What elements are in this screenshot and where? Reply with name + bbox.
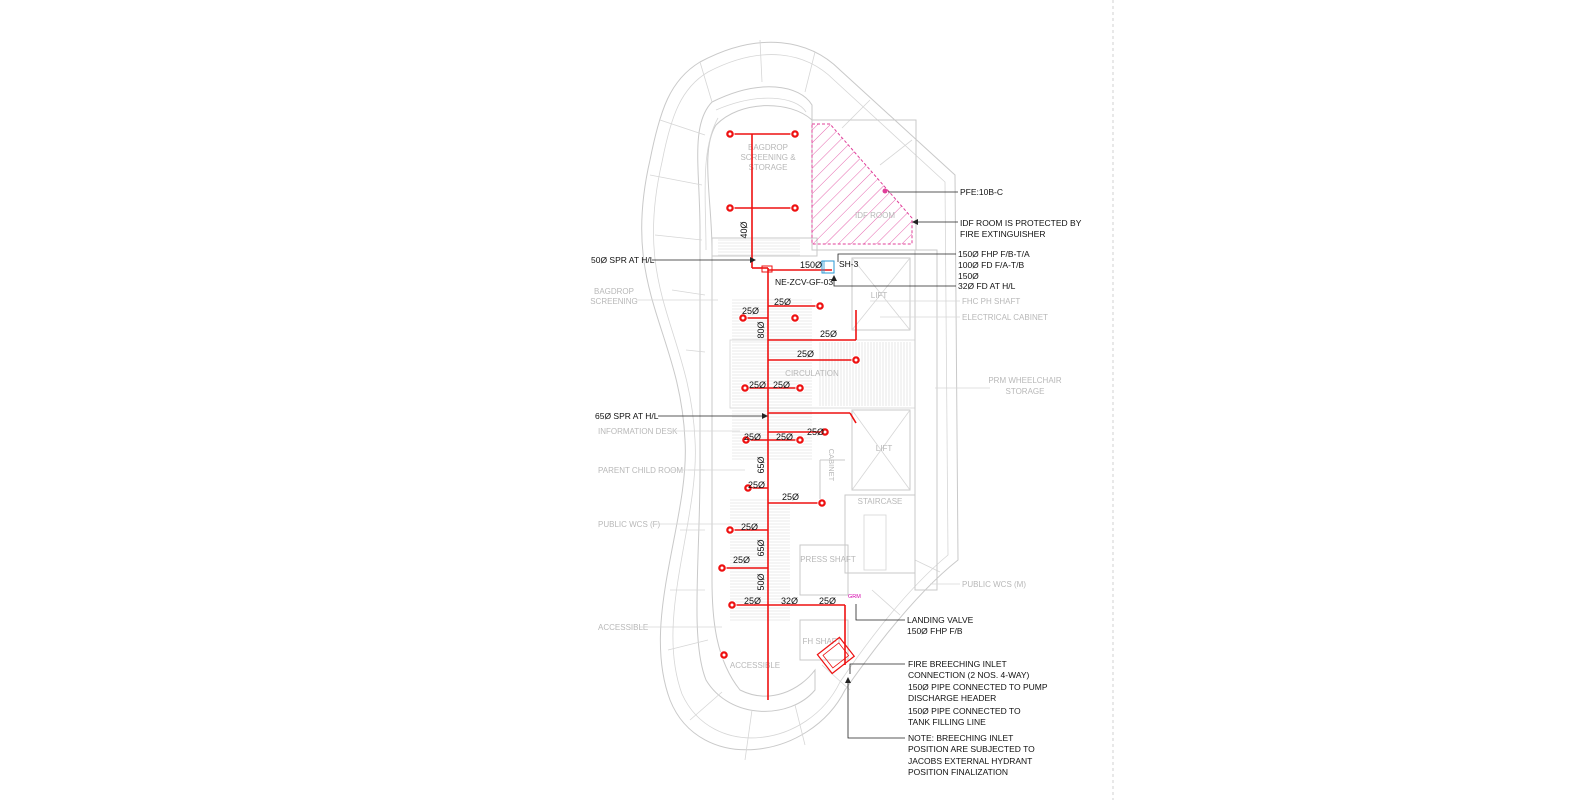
pipe-size-b1: 25Ø	[774, 297, 791, 307]
pipe-size-main-50: 50Ø	[756, 573, 766, 590]
label-fhc-ph-shaft: FHC PH SHAFT	[962, 297, 1020, 306]
callout-breeching-3: 150Ø PIPE CONNECTED TO PUMP	[908, 682, 1048, 692]
callout-fd-32: 32Ø FD AT H/L	[958, 281, 1016, 291]
room-lift-2: LIFT	[876, 444, 893, 453]
pipe-size-b18: 32Ø	[781, 596, 798, 606]
label-accessible: ACCESSIBLE	[598, 623, 648, 632]
label-prm-wheelchair-1: PRM WHEELCHAIR	[988, 376, 1062, 385]
callout-landing-fhp: 150Ø FHP F/B	[907, 626, 963, 636]
label-parent-child-room: PARENT CHILD ROOM	[598, 466, 683, 475]
callout-zone-valve: NE-ZCV-GF-03	[775, 277, 833, 287]
room-bagdrop-line1: BAGDROP	[748, 143, 788, 152]
callout-fhp-150: 150Ø FHP F/B-T/A	[958, 249, 1030, 259]
pipe-size-b10: 25Ø	[748, 480, 765, 490]
callout-idf-protected-1: IDF ROOM IS PROTECTED BY	[960, 218, 1082, 228]
building-outline	[641, 39, 959, 761]
pipe-size-b12: 25Ø	[741, 522, 758, 532]
callouts: 50Ø SPR AT H/L 65Ø SPR AT H/L PFE:10B-C …	[591, 187, 1082, 777]
callout-pfe: PFE:10B-C	[960, 187, 1003, 197]
note-line-3: JACOBS EXTERNAL HYDRANT	[908, 756, 1032, 766]
callout-sh3: SH-3	[839, 259, 859, 269]
pipe-size-main-65b: 65Ø	[756, 539, 766, 556]
pipe-size-b13: 25Ø	[733, 555, 750, 565]
pipe-size-b2: 25Ø	[742, 306, 759, 316]
note-line-2: POSITION ARE SUBJECTED TO	[908, 744, 1035, 754]
pipe-size-main-40: 40Ø	[739, 221, 749, 238]
room-labels: BAGDROP SCREENING & STORAGE IDF ROOM LIF…	[730, 143, 903, 670]
label-prm-wheelchair-2: STORAGE	[1006, 387, 1045, 396]
room-circulation: CIRCULATION	[785, 369, 839, 378]
room-lift-1: LIFT	[871, 291, 888, 300]
pipe-size-b14: 25Ø	[744, 596, 761, 606]
room-bagdrop-line2: SCREENING &	[740, 153, 796, 162]
pipe-size-b15: 25Ø	[819, 596, 836, 606]
callout-breeching-6: TANK FILLING LINE	[908, 717, 986, 727]
side-labels: BAGDROP SCREENING INFORMATION DESK PAREN…	[590, 287, 1062, 632]
pipe-size-b8: 25Ø	[744, 432, 761, 442]
room-bagdrop-line3: STORAGE	[749, 163, 788, 172]
label-bagdrop-screening-2: SCREENING	[590, 297, 638, 306]
callout-idf-protected-2: FIRE EXTINGUISHER	[960, 229, 1045, 239]
pipe-size-b9: 25Ø	[776, 432, 793, 442]
room-accessible: ACCESSIBLE	[730, 661, 780, 670]
room-press-shaft: PRESS SHAFT	[800, 555, 856, 564]
callout-fd-100: 100Ø FD F/A-T/B	[958, 260, 1024, 270]
note-line-1: NOTE: BREECHING INLET	[908, 733, 1013, 743]
callout-150: 150Ø	[958, 271, 979, 281]
note-line-4: POSITION FINALIZATION	[908, 767, 1008, 777]
pipe-size-150: 150Ø	[800, 260, 822, 270]
pipe-size-labels: 40Ø 80Ø 65Ø 65Ø 50Ø 150Ø 25Ø 25Ø 25Ø 25Ø…	[733, 221, 837, 606]
callout-65-spr: 65Ø SPR AT H/L	[595, 411, 659, 421]
floor-hatching	[718, 239, 911, 621]
marker-grm: GRM	[848, 594, 861, 600]
pipe-size-b6: 25Ø	[773, 380, 790, 390]
label-public-wcs-m: PUBLIC WCS (M)	[962, 580, 1026, 589]
callout-50-spr: 50Ø SPR AT H/L	[591, 255, 655, 265]
idf-room-hatched-area	[811, 123, 913, 245]
pipe-size-b11: 25Ø	[782, 492, 799, 502]
callout-breeching-4: DISCHARGE HEADER	[908, 693, 996, 703]
sprinkler-heads	[717, 129, 861, 660]
label-electrical-cabinet: ELECTRICAL CABINET	[962, 313, 1048, 322]
pipe-size-main-65a: 65Ø	[756, 456, 766, 473]
label-bagdrop-screening-1: BAGDROP	[594, 287, 634, 296]
callout-breeching-1: FIRE BREECHING INLET	[908, 659, 1007, 669]
pipe-size-main-80: 80Ø	[756, 321, 766, 338]
label-public-wcs-f: PUBLIC WCS (F)	[598, 520, 661, 529]
room-idf: IDF ROOM	[855, 211, 895, 220]
room-fh-shaft: FH SHAFT	[802, 637, 841, 646]
pipe-size-b7: 25Ø	[807, 427, 824, 437]
room-staircase: STAIRCASE	[858, 497, 903, 506]
pipe-size-b5: 25Ø	[749, 380, 766, 390]
pipe-size-b4: 25Ø	[797, 349, 814, 359]
label-information-desk: INFORMATION DESK	[598, 427, 678, 436]
callout-breeching-5: 150Ø PIPE CONNECTED TO	[908, 706, 1021, 716]
callout-landing-valve: LANDING VALVE	[907, 615, 974, 625]
pipe-size-b3: 25Ø	[820, 329, 837, 339]
room-cabinet: CABINET	[827, 449, 836, 482]
sprinkler-pipework	[722, 133, 857, 700]
callout-breeching-2: CONNECTION (2 NOS. 4-WAY)	[908, 670, 1030, 680]
